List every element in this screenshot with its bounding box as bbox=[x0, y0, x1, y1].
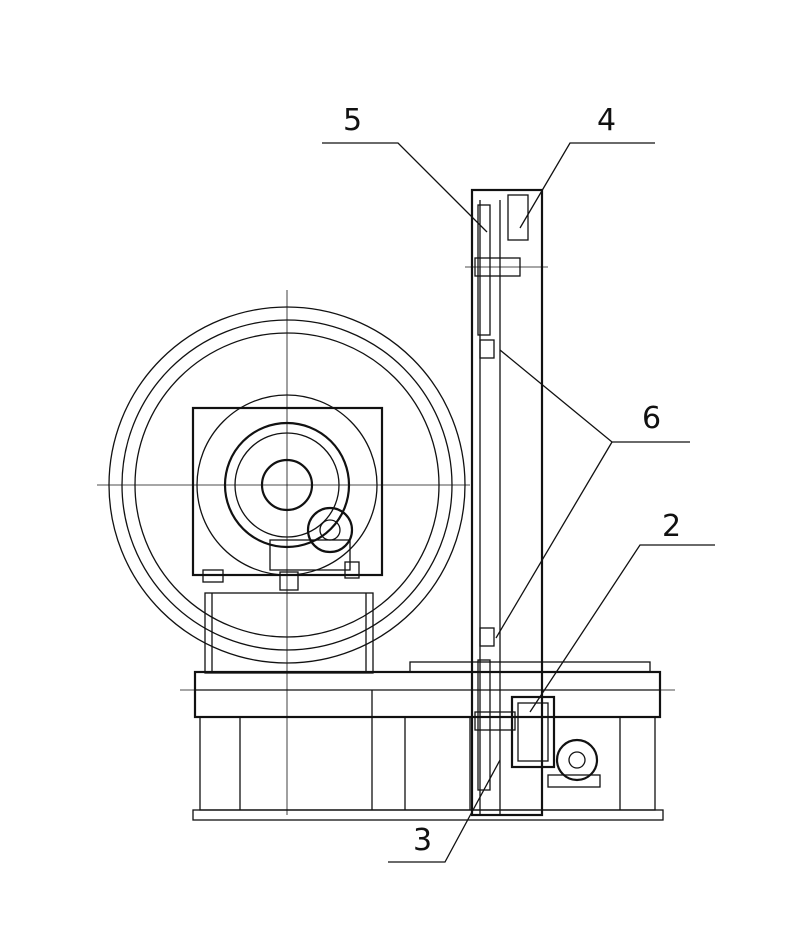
rail-plate bbox=[409, 661, 651, 673]
small-gear-circle bbox=[306, 506, 354, 554]
lower-shaft-block bbox=[474, 711, 516, 731]
base-beam bbox=[193, 670, 662, 719]
label-3: 3 bbox=[413, 823, 433, 858]
column-assembly bbox=[465, 188, 548, 817]
foot-right bbox=[344, 561, 360, 579]
leader-2 bbox=[529, 544, 715, 713]
guide-block-lower bbox=[479, 627, 495, 647]
leader-6b bbox=[495, 441, 613, 639]
base-frame bbox=[180, 661, 675, 821]
label-4: 4 bbox=[597, 103, 617, 138]
bolt-block bbox=[279, 571, 299, 591]
tensioner-part bbox=[507, 194, 529, 241]
motor-circle bbox=[555, 738, 599, 782]
label-2: 2 bbox=[662, 509, 682, 544]
leader-4 bbox=[519, 142, 655, 229]
guide-block-upper bbox=[479, 339, 495, 359]
base-body bbox=[199, 716, 656, 811]
gearbox-inner bbox=[517, 702, 549, 762]
label-5: 5 bbox=[343, 103, 363, 138]
label-6: 6 bbox=[642, 401, 662, 436]
drum-assembly bbox=[97, 290, 470, 815]
base-foot-plate bbox=[192, 809, 664, 821]
motor-base bbox=[547, 774, 601, 788]
leader-lines bbox=[322, 142, 715, 863]
gear-bracket bbox=[269, 539, 351, 571]
drive-unit bbox=[510, 695, 601, 788]
support-stand bbox=[204, 592, 374, 674]
gearbox bbox=[510, 695, 556, 769]
motor-shaft bbox=[568, 751, 586, 769]
leader-3 bbox=[388, 759, 501, 863]
leader-6a bbox=[499, 349, 690, 443]
support-frame bbox=[204, 592, 374, 674]
foot-left bbox=[202, 569, 224, 583]
upper-sprocket bbox=[477, 204, 491, 336]
vertical-column bbox=[470, 188, 544, 817]
leader-5 bbox=[322, 142, 488, 233]
